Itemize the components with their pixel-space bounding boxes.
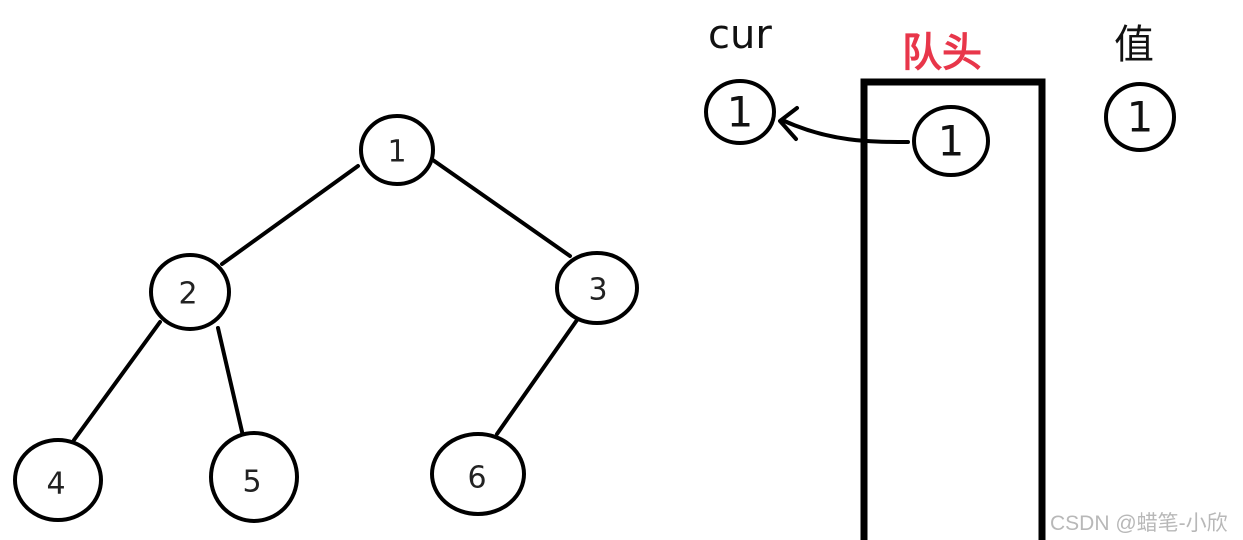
tree-node-label: 4	[46, 467, 65, 502]
tree-node-label: 2	[178, 277, 197, 312]
queue-head-label: 队头	[902, 30, 982, 76]
tree-node-3: 3	[555, 251, 639, 325]
arrow-queue-to-cur	[778, 106, 910, 144]
tree-node-label: 5	[242, 465, 261, 500]
edge-2-4	[72, 320, 162, 442]
tree-edges	[72, 156, 579, 442]
value-node-value: 1	[1127, 93, 1154, 142]
value-label: 值	[1114, 22, 1154, 68]
cur-label: cur	[708, 12, 772, 58]
tree-node-label: 1	[387, 135, 406, 170]
edge-1-2	[220, 164, 360, 266]
tree-node-6: 6	[430, 432, 526, 516]
value-node: 1	[1104, 82, 1176, 152]
tree-node-2: 2	[149, 253, 231, 331]
tree-node-label: 3	[588, 273, 607, 308]
edge-2-5	[216, 326, 245, 438]
watermark: CSDN @蜡笔-小欣	[1050, 512, 1228, 535]
cur-node-value: 1	[727, 88, 754, 137]
queue-box	[860, 78, 1046, 540]
tree-node-label: 6	[467, 461, 486, 496]
tree-node-5: 5	[209, 431, 299, 523]
edge-1-3	[428, 156, 572, 258]
edge-3-6	[495, 318, 579, 436]
queue-item-value: 1	[938, 117, 965, 166]
tree-node-4: 4	[13, 438, 103, 522]
queue-item: 1	[912, 105, 990, 177]
cur-node: 1	[704, 79, 776, 145]
tree-node-1: 1	[359, 114, 435, 186]
